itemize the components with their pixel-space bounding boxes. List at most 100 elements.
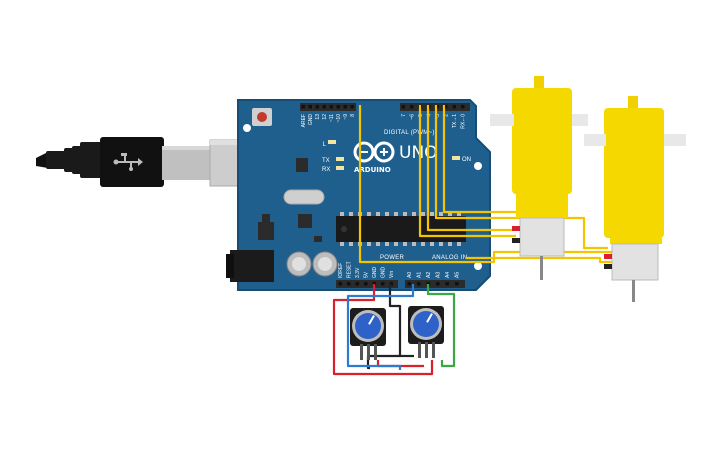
pin-label: ~9: [343, 114, 349, 120]
dc-power-jack: [230, 250, 274, 282]
header-pin[interactable]: [389, 282, 394, 286]
pin-label: 5V: [364, 271, 370, 278]
pin-label: AREF: [301, 114, 307, 127]
header-pin[interactable]: [435, 105, 440, 109]
pin-label: ~3: [435, 114, 441, 120]
motor-gearbox: [604, 108, 664, 238]
led-l-label: L: [323, 142, 327, 148]
led-rx: [336, 166, 344, 170]
pin-label: 3.3V: [355, 267, 361, 278]
header-pin[interactable]: [347, 282, 351, 286]
mounting-hole: [243, 124, 251, 132]
header-pin[interactable]: [372, 282, 377, 286]
header-pin[interactable]: [350, 105, 355, 109]
header-pin[interactable]: [436, 282, 440, 286]
wire-green[interactable]: [426, 284, 456, 368]
pin-label: GND: [372, 267, 378, 279]
wire-blue[interactable]: [346, 284, 415, 370]
header-pin[interactable]: [329, 105, 334, 109]
pin-label: 8: [350, 114, 356, 117]
pin-label: ~10: [336, 114, 342, 123]
motor-shaft: [490, 114, 514, 126]
header-pin[interactable]: [338, 282, 343, 286]
pin-label: A1: [417, 272, 423, 278]
header-pin[interactable]: [315, 105, 320, 109]
logo-infinity-icon: [353, 141, 375, 163]
pin-label: ~6: [410, 114, 416, 120]
header-pin[interactable]: [426, 282, 431, 286]
pin-label: A2: [426, 272, 432, 278]
crystal: [283, 189, 325, 205]
pin-label: GND: [308, 114, 314, 126]
header-pin[interactable]: [336, 105, 341, 109]
wire-red[interactable]: [332, 284, 434, 376]
wire-yellow[interactable]: [434, 105, 608, 250]
pin-label: A4: [445, 272, 451, 278]
analog-header: [405, 280, 465, 288]
voltage-regulator: [258, 222, 274, 240]
pin-label: TX→1: [452, 114, 458, 128]
motor-axle: [540, 256, 543, 280]
pin-label: GND: [381, 267, 387, 279]
chip-small: [298, 214, 312, 228]
header-pin[interactable]: [452, 105, 457, 109]
header-pin[interactable]: [455, 282, 459, 286]
led-tx-label: TX: [322, 158, 330, 164]
pin-label: Vin: [389, 271, 395, 278]
header-pin[interactable]: [381, 282, 385, 286]
header-pin[interactable]: [401, 105, 406, 109]
wire-yellow[interactable]: [426, 105, 516, 232]
board-model: UNO: [399, 143, 438, 163]
led-l: [328, 140, 336, 144]
header-pin[interactable]: [301, 105, 306, 109]
digital-header-label: DIGITAL (PWM~): [384, 130, 435, 136]
usb-icon: [113, 153, 143, 171]
wire-yellow[interactable]: [418, 105, 516, 238]
pin-label: RESET: [347, 261, 353, 278]
analog-header-label: ANALOG IN: [432, 255, 467, 261]
usb-cable-tail: [36, 152, 48, 168]
header-pin[interactable]: [343, 105, 348, 109]
pin-label: A5: [455, 272, 461, 278]
motor-axle: [632, 280, 635, 302]
motor-gearbox: [512, 88, 572, 194]
power-header-label: POWER: [380, 255, 405, 261]
header-pin[interactable]: [445, 282, 450, 286]
pot-knob[interactable]: [413, 311, 439, 337]
mounting-hole: [474, 262, 482, 270]
header-pin[interactable]: [417, 282, 421, 286]
pin-label: 2: [444, 114, 450, 117]
pin-label: 13: [315, 114, 321, 120]
header-pin[interactable]: [364, 282, 368, 286]
header-pin[interactable]: [322, 105, 327, 109]
header-pin[interactable]: [308, 105, 313, 109]
header-pin[interactable]: [444, 105, 448, 109]
wire-yellow[interactable]: [442, 105, 516, 214]
header-pin[interactable]: [407, 282, 412, 286]
pin-label: 7: [401, 114, 407, 117]
header-pin[interactable]: [355, 282, 360, 286]
pot-knob[interactable]: [355, 313, 381, 339]
potentiometer-1[interactable]: [350, 308, 386, 360]
led-rx-label: RX: [322, 167, 330, 173]
digital-header-left: [300, 103, 356, 111]
potentiometer-2[interactable]: [408, 306, 444, 358]
header-pin[interactable]: [410, 105, 414, 109]
led-tx: [336, 157, 344, 161]
motor-can: [611, 243, 659, 281]
chip-small: [296, 158, 308, 172]
dc-motor-2[interactable]: [584, 96, 686, 302]
pin-label: A0: [407, 272, 413, 278]
led-on-label: ON: [462, 157, 471, 163]
header-pin[interactable]: [461, 105, 465, 109]
pin-label: A3: [436, 272, 442, 278]
dc-motor-1[interactable]: [490, 76, 588, 280]
pin-label: 12: [322, 114, 328, 120]
pin-label: ~11: [329, 114, 335, 122]
wire-yellow[interactable]: [466, 256, 612, 264]
led-on: [452, 156, 460, 160]
usb-metal-shield: [162, 146, 210, 180]
board-logo-text: ARDUINO: [354, 166, 391, 174]
pin-label: IOREF: [338, 263, 344, 278]
